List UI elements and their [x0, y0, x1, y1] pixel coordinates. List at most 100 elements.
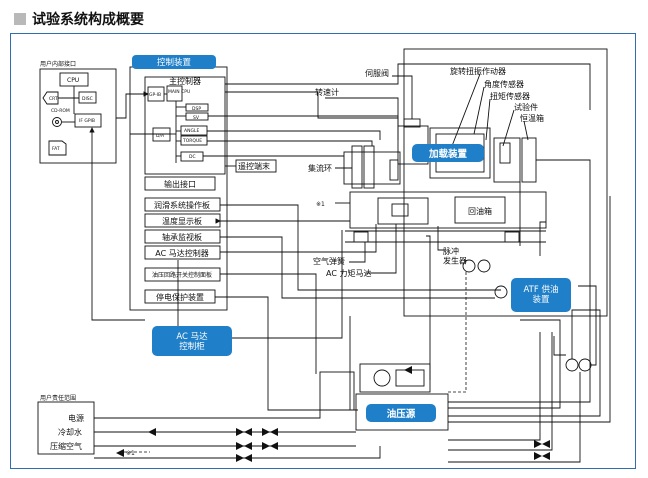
power-line	[94, 410, 321, 419]
dc-label: DC	[189, 154, 196, 160]
power-fail-wire	[215, 296, 358, 411]
valve-icon-12	[542, 440, 550, 448]
test-piece-label: 试验件	[514, 102, 538, 112]
ac-motor-cabinet-box	[152, 326, 232, 356]
pulse-dashed-line	[448, 272, 467, 393]
return-arrow-icon	[404, 366, 412, 374]
valve-icon-5	[236, 454, 244, 462]
hydraulic-machine-line	[426, 235, 431, 380]
bearing-wire	[220, 236, 495, 299]
angle-wire	[207, 130, 381, 140]
oil-pump-icon	[565, 358, 579, 372]
dsp-box	[185, 103, 209, 112]
lube-panel-box	[144, 197, 221, 212]
gpib-link-line	[116, 91, 149, 119]
torque-sensor-leader	[485, 98, 491, 141]
hydraulic-source-label: 油压源	[387, 408, 416, 420]
star1-b-label: ※1	[126, 450, 135, 457]
control-device-label: 控制装置	[157, 57, 192, 68]
hydraulic-source-box	[366, 404, 436, 422]
servo-valve-label: 伺服阀	[365, 68, 389, 78]
da-box	[152, 127, 171, 142]
compressed-air-out-line	[448, 372, 581, 463]
ac-torque-motor-box	[377, 197, 429, 225]
oil-return-box-label: 回油箱	[468, 206, 492, 216]
main-cpu-box	[166, 85, 183, 102]
valve-icon-13	[534, 452, 542, 460]
page-header: 试验系统构成概要	[14, 10, 144, 28]
rotary-actuator-label: 旋转扭振作动器	[450, 66, 506, 76]
air-spring-leader	[349, 242, 366, 263]
lube-panel-label: 润滑系统操作板	[154, 200, 210, 210]
fat-label: FAT	[52, 146, 60, 152]
user-interface-label: 用户内部接口	[40, 60, 76, 68]
ac-ctrl-wire	[220, 224, 377, 253]
atf-supply-line	[539, 221, 546, 256]
fat-shape	[48, 140, 67, 156]
air-spring-left	[353, 231, 369, 243]
valve-icon-9	[262, 442, 270, 450]
atf-to-pump-line	[553, 336, 566, 356]
disc-box	[78, 91, 97, 104]
da-label: D/A	[156, 133, 165, 139]
temp-panel-label: 温度显示板	[162, 216, 202, 226]
air-spring-right	[504, 231, 520, 243]
dc-box	[180, 151, 204, 162]
speed-meter-leader	[325, 97, 399, 126]
slip-ring-label: 集流环	[308, 163, 332, 173]
ac-motor-ctrl-box	[144, 245, 221, 260]
power-fail-protect-box	[144, 289, 216, 304]
angle-box	[180, 125, 208, 136]
valve-icon-6	[244, 454, 252, 462]
valve-icon	[236, 428, 244, 436]
hydraulic-motor-box	[359, 363, 431, 393]
compressed-air-label: 压缩空气	[50, 441, 82, 451]
hydraulic-supply-line	[448, 196, 611, 423]
loading-device-box	[412, 144, 484, 162]
angle-label: ANGLE	[184, 128, 199, 134]
disc-label: DISC	[82, 96, 93, 102]
angle-sensor-leader	[473, 86, 485, 135]
atf-pump-line	[578, 285, 597, 366]
cooling-water-out-line	[448, 332, 541, 441]
hydraulic-motor-icon	[373, 369, 391, 387]
output-interface-box	[144, 176, 216, 191]
hydraulic-switch-panel-label: 油压回路开关控制面板	[152, 271, 212, 279]
test-piece-inner	[499, 142, 511, 164]
cd-rom-icon	[52, 117, 62, 127]
pulse-generator-icon	[462, 259, 476, 273]
sv-box	[185, 112, 209, 121]
thermostat-box-shape	[521, 137, 537, 183]
valve-icon-4	[244, 442, 252, 450]
atf-hydraulic-line	[448, 309, 601, 417]
title-square-icon	[14, 13, 26, 25]
lube-wire	[220, 204, 501, 291]
torque-sensor-label: 扭矩传感器	[490, 91, 530, 101]
cpu-label: CPU	[67, 77, 79, 84]
machine-area-box	[403, 48, 608, 317]
power-label: 电源	[68, 413, 84, 423]
actuator-leader	[451, 73, 481, 147]
air-arrow-icon	[116, 449, 124, 457]
hydraulic-tank	[319, 371, 355, 411]
compressed-air-line-2	[94, 446, 381, 459]
loading-device-label: 加载装置	[428, 148, 468, 160]
diagram-frame	[10, 33, 636, 469]
hydraulic-switch-panel-box	[144, 267, 221, 282]
gpib-small-label: IF GPIB	[79, 118, 95, 124]
main-controller-box	[144, 76, 226, 175]
dsp-label: DSP	[192, 106, 201, 112]
thermostat-leader	[523, 120, 529, 141]
bearing-panel-box	[144, 229, 221, 244]
gpib-small-box	[74, 113, 102, 128]
test-piece-box	[493, 137, 521, 183]
valve-icon-11	[534, 440, 542, 448]
bearing-panel-label: 轴承监视板	[162, 232, 202, 242]
air-spring-label: 空气弹簧	[313, 256, 345, 266]
torque-wire	[207, 140, 373, 146]
sv-servo-wire	[208, 115, 399, 140]
cooling-water-label: 冷却水	[58, 427, 82, 437]
crt-label: CRT	[49, 96, 58, 102]
valve-icon-2	[244, 428, 252, 436]
